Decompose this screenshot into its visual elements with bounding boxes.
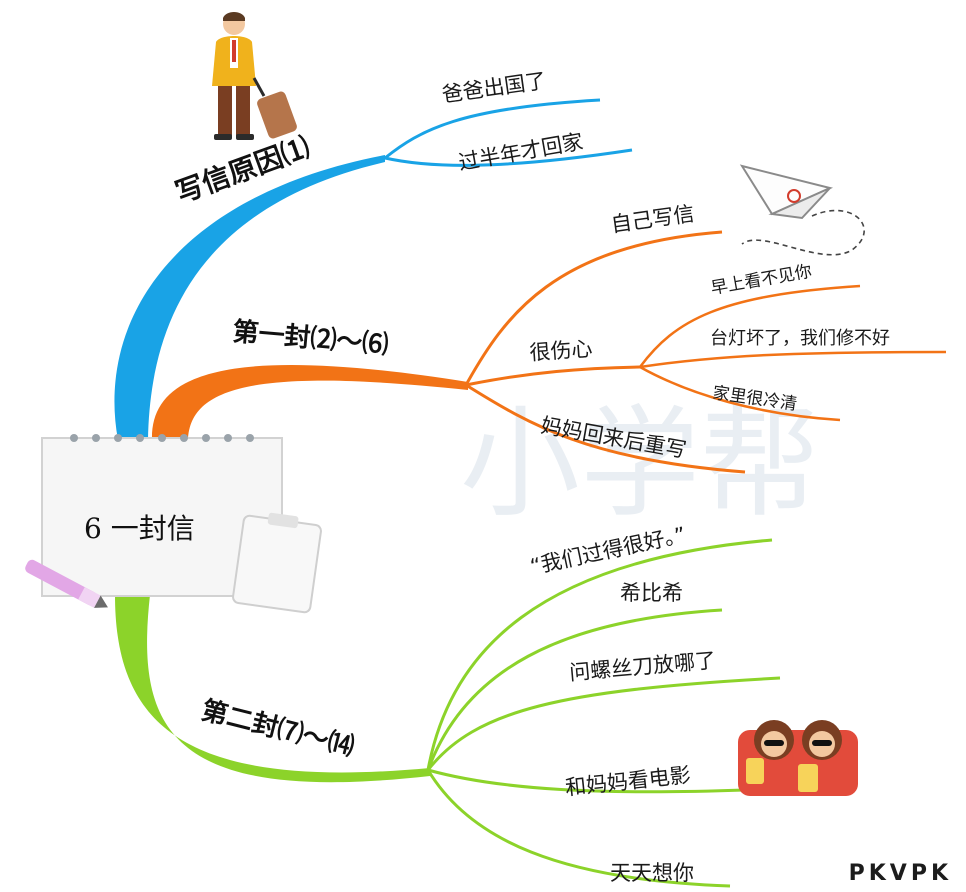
branch-3-line-5 (426, 769, 731, 888)
branch-2-line-1 (464, 230, 723, 386)
branch-2-line-3 (465, 383, 746, 474)
branch-3-leaf-2: 希比希 (620, 581, 683, 605)
branch-2-leaf-1: 自己写信 (609, 201, 696, 236)
branch-3-trunk (115, 595, 430, 783)
branch-3-line-1 (426, 538, 773, 771)
businessman-icon (212, 12, 297, 140)
branch-2-line-2 (465, 365, 641, 387)
branch-1-title: 写信原因⑴ (171, 131, 314, 210)
watermark: 小学帮 (460, 395, 820, 534)
center-title: 6 一封信 (84, 512, 195, 545)
footer-watermark: PKVPK (848, 861, 952, 886)
notepad-rings (70, 434, 254, 442)
branch-3-leaf-5: 天天想你 (610, 861, 694, 885)
branch-1-line-2 (384, 148, 633, 167)
branch-3-line-4 (427, 768, 746, 794)
branch-3-line-2 (426, 608, 723, 771)
branch-2-sub-2: 台灯坏了，我们修不好 (710, 328, 890, 349)
branch-2-leaf-2: 很伤心 (529, 337, 594, 365)
branch-2-sub-1: 早上看不见你 (709, 262, 813, 299)
moviegoers-icon (738, 720, 858, 796)
branch-2-trunk (151, 364, 468, 440)
branch-2-sub-line-1 (638, 284, 861, 368)
branch-2-sub-line-3 (639, 365, 841, 422)
branch-1-line-1 (384, 98, 601, 160)
branch-2-title: 第一封⑵～⑹ (231, 316, 389, 360)
branch-3-line-3 (426, 676, 781, 771)
branch-3-leaf-3: 问螺丝刀放哪了 (568, 648, 717, 685)
paper-plane-icon (739, 164, 865, 256)
center-notepad: 6 一封信 (41, 434, 322, 614)
branch-1-trunk (114, 155, 385, 440)
branch-1-leaf-1: 爸爸出国了 (440, 69, 547, 107)
branch-2-sub-line-2 (639, 350, 947, 369)
pen-icon (25, 559, 108, 608)
branch-1-leaf-2: 过半年才回家 (457, 129, 585, 175)
branch-3-title: 第二封⑺～⒁ (198, 695, 357, 763)
branch-3-leaf-4: 和妈妈看电影 (564, 763, 692, 800)
clipboard-icon (232, 514, 322, 614)
